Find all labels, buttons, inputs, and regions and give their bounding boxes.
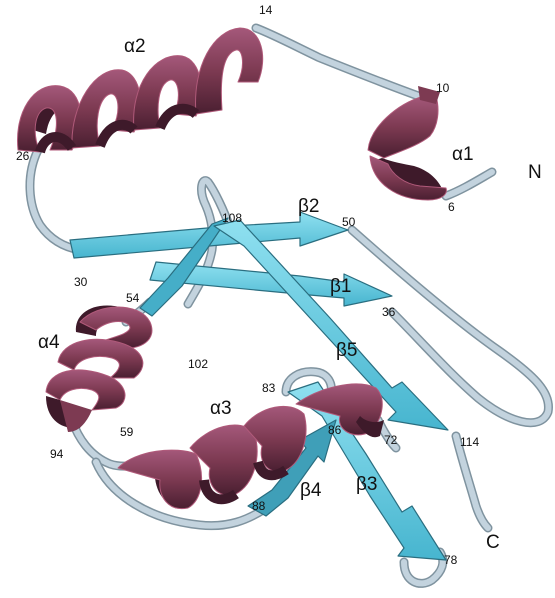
residue-label-10: 10 xyxy=(436,81,450,95)
strand-label-beta2: β2 xyxy=(298,196,320,217)
residue-label-54: 54 xyxy=(126,291,140,305)
residue-label-30: 30 xyxy=(74,275,88,289)
residue-label-72: 72 xyxy=(384,433,398,447)
helix-label-alpha2: α2 xyxy=(124,36,146,57)
residue-label-108: 108 xyxy=(222,211,242,225)
residue-label-59: 59 xyxy=(120,425,134,439)
residue-label-14: 14 xyxy=(259,3,273,17)
residue-label-86: 86 xyxy=(328,423,342,437)
residue-label-88: 88 xyxy=(252,499,266,513)
residue-label-36: 36 xyxy=(382,305,396,319)
residue-label-102: 102 xyxy=(188,357,208,371)
helix-alpha4 xyxy=(46,305,152,432)
residue-label-26: 26 xyxy=(16,149,30,163)
helix-label-alpha4: α4 xyxy=(38,332,60,353)
n-terminus-label: N xyxy=(528,162,542,183)
strand-label-beta4: β4 xyxy=(300,480,322,501)
c-terminus-label: C xyxy=(486,532,500,553)
residue-label-114: 114 xyxy=(460,435,479,449)
coil-26-30 xyxy=(30,150,80,250)
residue-label-78: 78 xyxy=(444,553,458,567)
residue-label-94: 94 xyxy=(50,447,64,461)
helix-label-alpha3: α3 xyxy=(210,398,232,419)
residue-label-50: 50 xyxy=(342,215,356,229)
strand-label-beta1: β1 xyxy=(330,276,352,297)
helix-alpha1 xyxy=(368,86,446,200)
residue-label-83: 83 xyxy=(262,381,276,395)
helix-label-alpha1: α1 xyxy=(452,144,474,165)
strand-label-beta5: β5 xyxy=(336,340,358,361)
strand-label-beta3: β3 xyxy=(356,474,378,495)
residue-label-6: 6 xyxy=(448,200,455,214)
